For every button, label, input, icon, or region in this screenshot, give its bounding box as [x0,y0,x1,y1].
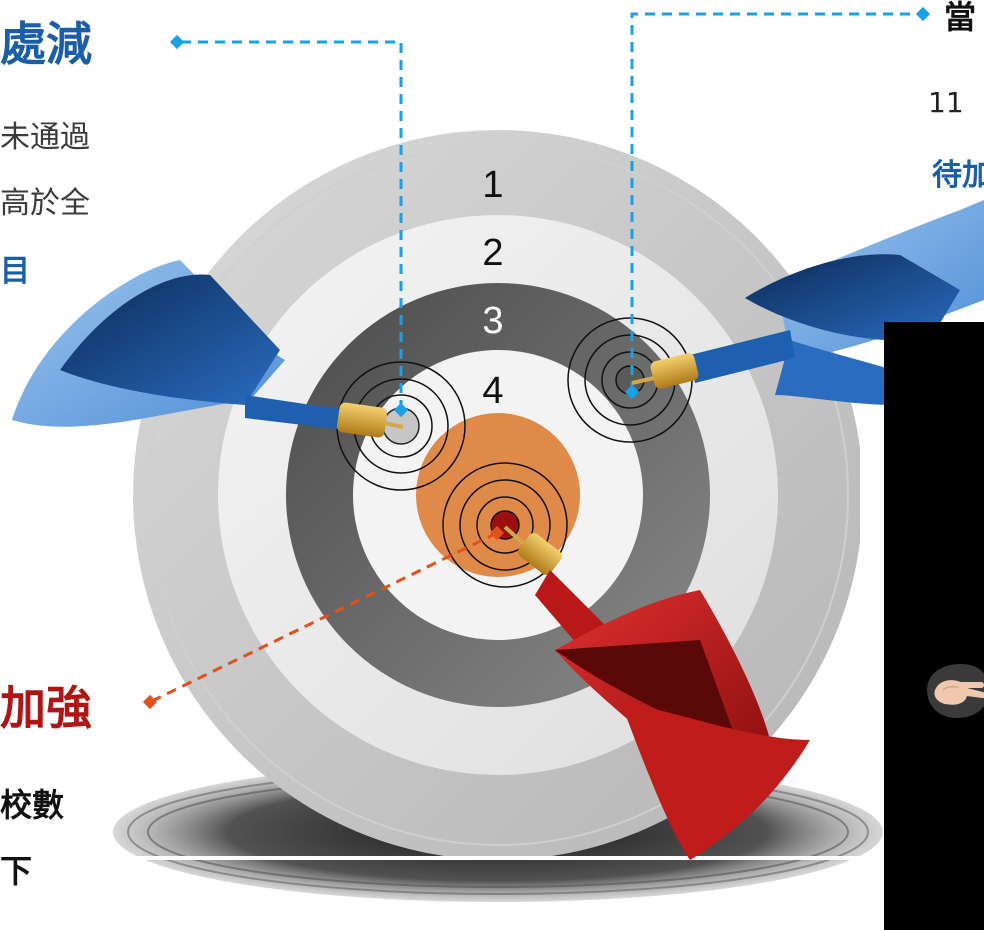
right-callout-line2: 待加 [932,158,984,193]
right-callout-line1: 11 [928,86,964,119]
left-callout-line3: 目 [0,254,30,289]
ring-label-3: 3 [482,300,503,342]
ring-label-2: 2 [482,232,503,274]
right-connector-line [630,12,920,392]
left-callout-line1: 未通過 [0,120,90,155]
left-callout-heading: 處減 [0,17,92,71]
right-callout-heading: 當 [944,0,977,36]
ring-label-4: 4 [482,370,503,412]
bottom-callout-heading: 加強 [0,681,92,735]
hand-icon[interactable] [921,660,984,720]
center-dart-icon [503,525,810,860]
bottom-connector-line [149,531,498,704]
video-overlay-panel[interactable] [884,322,984,930]
bottom-callout-line2: 下 [0,852,33,890]
ring-label-1: 1 [482,164,503,206]
left-callout-line2: 高於全 [0,186,90,221]
left-dart-icon [12,260,404,438]
left-connector-line [178,40,403,410]
right-dart-icon [631,200,984,405]
bottom-callout-line1: 校數 [0,786,65,824]
